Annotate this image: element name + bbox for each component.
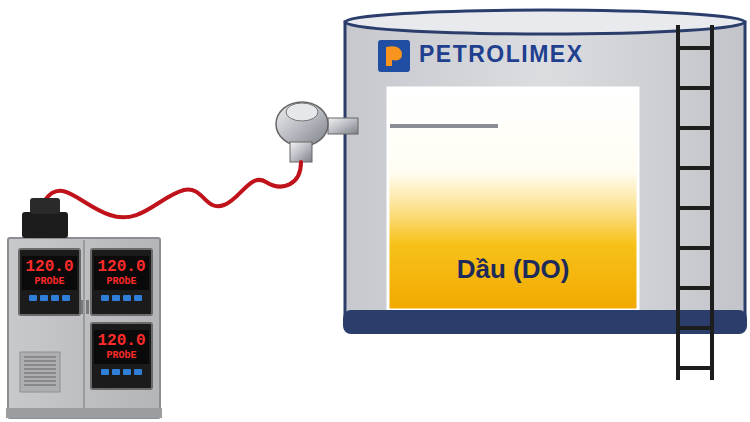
process-value: 120.0 — [97, 258, 145, 276]
ladder-rung — [678, 286, 712, 290]
sensor-neck — [328, 118, 358, 134]
vent-slot — [24, 384, 56, 386]
sensor-wire — [45, 162, 301, 217]
storage-tank: PETROLIMEX Dầu (DO) — [345, 22, 745, 314]
controller-button — [29, 295, 37, 301]
ladder-rung — [678, 366, 712, 370]
logo-icon — [378, 40, 410, 72]
ladder-rung — [678, 46, 712, 50]
controller-button — [101, 295, 109, 301]
cable-gland-nut — [30, 198, 60, 214]
button-row — [101, 295, 142, 301]
controller-button — [112, 295, 120, 301]
oil-label: Dầu (DO) — [388, 254, 638, 285]
vent-slot — [24, 376, 56, 378]
vent-slot — [24, 380, 56, 382]
controller-button — [40, 295, 48, 301]
vent-slot — [24, 364, 56, 366]
tank-body — [345, 22, 745, 314]
sensor-head — [276, 102, 328, 146]
controller-button — [62, 295, 70, 301]
controller-display: 120.0PRObE — [94, 330, 149, 364]
button-row — [101, 369, 142, 375]
process-value: 120.0 — [25, 258, 73, 276]
ladder-rung — [678, 326, 712, 330]
controller-display: 120.0PRObE — [94, 256, 149, 290]
sensor-outlet — [290, 142, 312, 162]
vent-slot — [24, 356, 56, 358]
logo-mark — [386, 46, 402, 66]
controller-display: 120.0PRObE — [22, 256, 77, 290]
process-value: 120.0 — [97, 332, 145, 350]
company-name: PETROLIMEX — [419, 41, 584, 68]
controller-button — [134, 369, 142, 375]
tank-roof — [345, 10, 745, 34]
cabinet-door-seam — [83, 240, 85, 416]
display-status: PRObE — [34, 276, 64, 288]
cabinet-plinth — [6, 408, 162, 418]
sensor-cap — [286, 103, 318, 121]
control-cabinet — [8, 238, 160, 418]
controller-button — [123, 295, 131, 301]
ladder-rung — [678, 206, 712, 210]
cable-gland — [22, 212, 68, 238]
controller-button — [134, 295, 142, 301]
probe-rod — [390, 124, 498, 128]
controller-button — [123, 369, 131, 375]
ladder-rung — [678, 126, 712, 130]
ladder-rung — [678, 246, 712, 250]
ladder-rung — [678, 86, 712, 90]
temperature-controller: 120.0PRObE — [90, 322, 153, 390]
display-status: PRObE — [106, 276, 136, 288]
door-handle — [86, 300, 89, 314]
ladder-rung — [678, 166, 712, 170]
controller-button — [101, 369, 109, 375]
vent-slot — [24, 368, 56, 370]
ladder — [678, 25, 712, 380]
controller-button — [51, 295, 59, 301]
tank-base — [343, 310, 747, 334]
display-status: PRObE — [106, 350, 136, 362]
vent-slot — [24, 360, 56, 362]
vent-grille — [20, 352, 60, 392]
vent-slot — [24, 372, 56, 374]
oil-window: Dầu (DO) — [388, 88, 638, 310]
controller-button — [112, 369, 120, 375]
temperature-controller: 120.0PRObE — [18, 248, 81, 316]
button-row — [29, 295, 70, 301]
vent-slots — [24, 357, 56, 385]
temperature-controller: 120.0PRObE — [90, 248, 153, 316]
oil-window — [388, 88, 638, 310]
